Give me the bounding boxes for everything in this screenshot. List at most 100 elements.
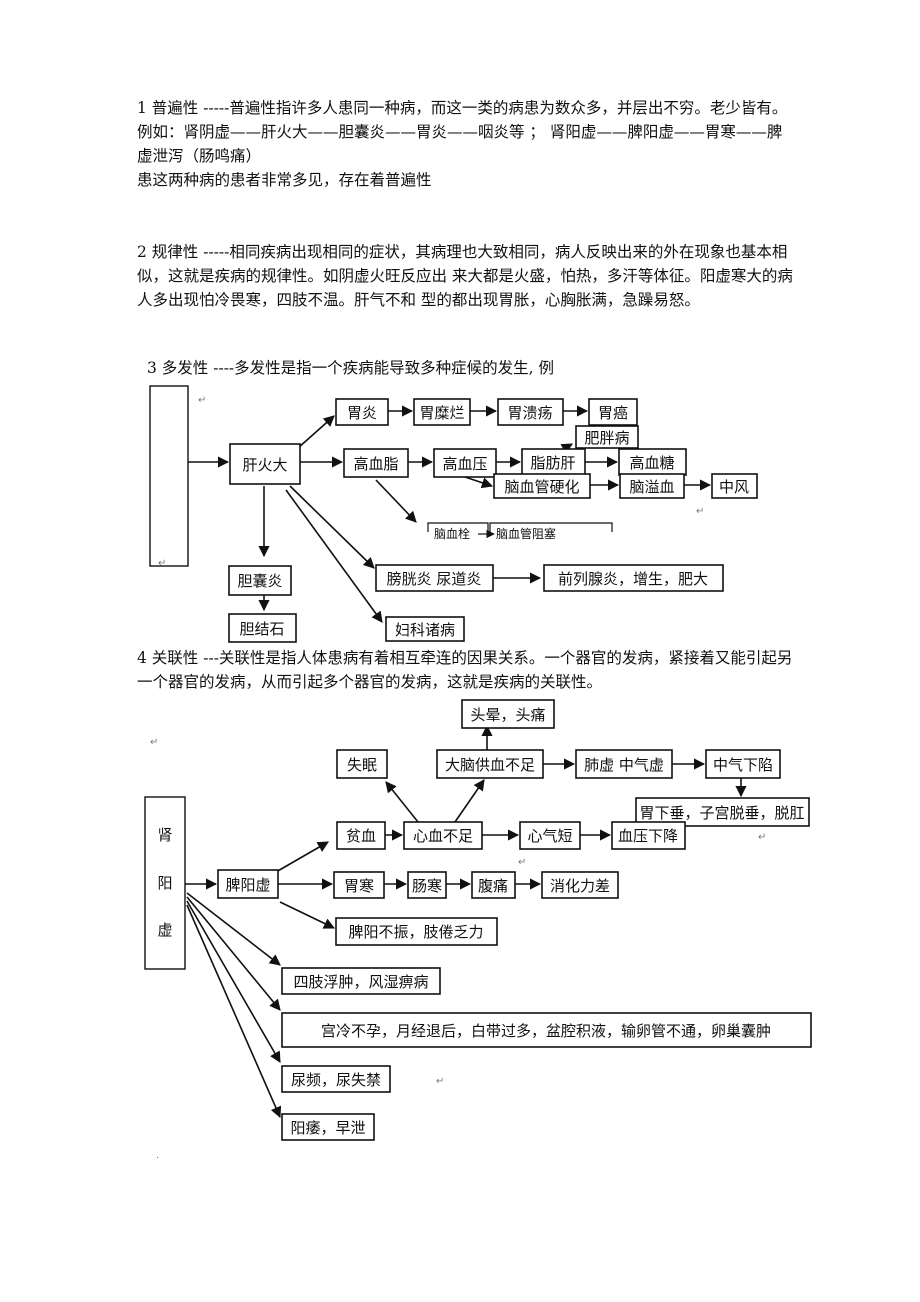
node-nao-xue-shuan: 脑血栓 xyxy=(434,526,470,541)
node-wei-yan: 胃炎 xyxy=(335,398,389,426)
node-si-zhi: 四肢浮肿，风湿痹病 xyxy=(281,967,441,995)
node-wei-ai: 胃癌 xyxy=(588,398,638,426)
svg-text:肥胖病: 肥胖病 xyxy=(584,429,629,447)
node-zhong-feng: 中风 xyxy=(711,473,758,499)
svg-text:脑血管硬化: 脑血管硬化 xyxy=(504,478,579,496)
node-da-nao: 大脑供血不足 xyxy=(436,749,544,779)
node-wei-mi-lan: 胃糜烂 xyxy=(413,398,471,426)
svg-text:↵: ↵ xyxy=(436,1076,444,1087)
node-pang-guang-yan: 膀胱炎 尿道炎 xyxy=(375,564,494,592)
svg-text:高血压: 高血压 xyxy=(442,455,487,473)
svg-text:失眠: 失眠 xyxy=(347,756,377,774)
svg-text:头晕，头痛: 头晕，头痛 xyxy=(470,706,545,724)
svg-text:血压下降: 血压下降 xyxy=(618,827,678,845)
node-xue-ya-xia: 血压下降 xyxy=(611,821,686,850)
svg-text:胆结石: 胆结石 xyxy=(239,620,284,638)
svg-text:胃溃疡: 胃溃疡 xyxy=(507,404,552,422)
node-pi-yang-xu: 脾阳虚 xyxy=(217,869,279,899)
svg-text:宫冷不孕，月经退后，白带过多，盆腔积液，输卵管不通，卵巢囊肿: 宫冷不孕，月经退后，白带过多，盆腔积液，输卵管不通，卵巢囊肿 xyxy=(321,1022,771,1040)
svg-text:腹痛: 腹痛 xyxy=(478,877,508,895)
svg-text:消化力差: 消化力差 xyxy=(550,877,610,895)
node-gong-leng: 宫冷不孕，月经退后，白带过多，盆腔积液，输卵管不通，卵巢囊肿 xyxy=(281,1012,812,1048)
node-xiao-hua: 消化力差 xyxy=(541,871,619,899)
svg-text:中气下陷: 中气下陷 xyxy=(713,756,773,774)
relevance-diagram: 肾 阳 虚 ↵ 头晕，头痛 失眠 xyxy=(144,699,812,1161)
svg-text:贫血: 贫血 xyxy=(346,827,376,845)
node-yang-wei: 阳痿，早泄 xyxy=(281,1113,375,1141)
multiplicity-heading: 3 多发性 ----多发性是指一个疾病能导致多种症候的发生, 例 xyxy=(147,359,555,377)
node-fu-tong: 腹痛 xyxy=(471,871,516,899)
svg-text:肝火大: 肝火大 xyxy=(242,456,287,474)
svg-text:.: . xyxy=(156,1150,159,1161)
svg-text:妇科诸病: 妇科诸病 xyxy=(395,621,455,639)
svg-text:脂肪肝: 脂肪肝 xyxy=(530,454,575,472)
universality-lead: 1 普遍性 -----普遍性指许多人患同一种病，而这一类的病患为数众多，并层出不… xyxy=(137,99,788,117)
svg-text:高血糖: 高血糖 xyxy=(629,454,674,472)
svg-text:脾阳虚: 脾阳虚 xyxy=(225,876,270,894)
label-yang: 阳 xyxy=(157,874,172,892)
svg-text:脑溢血: 脑溢血 xyxy=(629,478,674,496)
svg-text:肺虚 中气虚: 肺虚 中气虚 xyxy=(584,756,664,774)
node-chang-han: 肠寒 xyxy=(407,871,447,899)
node-nao-yi-xue: 脑溢血 xyxy=(619,473,685,499)
node-fei-pang: 肥胖病 xyxy=(575,425,639,449)
node-qian-lie-xian: 前列腺炎，增生，肥大 xyxy=(543,564,724,592)
svg-text:尿频，尿失禁: 尿频，尿失禁 xyxy=(291,1071,381,1089)
node-xin-xue: 心血不足 xyxy=(403,821,483,850)
node-wei-kui-yang: 胃溃疡 xyxy=(497,398,564,426)
svg-text:阳痿，早泄: 阳痿，早泄 xyxy=(290,1119,365,1137)
relevance-heading: 4 关联性 ---关联性是指人体患病有着相互牵连的因果关系。一个器官的发病，紧接… xyxy=(137,649,793,691)
regularity-text: 2 规律性 -----相同疾病出现相同的症状，其病理也大致相同，病人反映出来的外… xyxy=(137,243,793,309)
svg-text:中风: 中风 xyxy=(719,478,749,496)
label-shen: 肾 xyxy=(157,826,172,844)
node-gan-huo-da: 肝火大 xyxy=(229,443,301,485)
label-xu: 虚 xyxy=(157,921,172,939)
node-niao-pin: 尿频，尿失禁 xyxy=(281,1065,391,1093)
node-dan-nang-yan: 胆囊炎 xyxy=(228,565,292,596)
section-regularity: 2 规律性 -----相同疾病出现相同的症状，其病理也大致相同，病人反映出来的外… xyxy=(137,240,797,312)
svg-text:↵: ↵ xyxy=(150,737,158,748)
node-nao-xue-guan: 脑血管硬化 xyxy=(493,473,591,499)
svg-text:胆囊炎: 胆囊炎 xyxy=(237,572,282,590)
kidney-yang-box xyxy=(144,796,186,970)
section-universality: 1 普遍性 -----普遍性指许多人患同一种病，而这一类的病患为数众多，并层出不… xyxy=(137,96,797,192)
node-wei-han: 胃寒 xyxy=(333,871,385,899)
node-xin-qi: 心气短 xyxy=(519,821,581,850)
blank-box xyxy=(149,385,189,567)
svg-text:膀胱炎 尿道炎: 膀胱炎 尿道炎 xyxy=(387,570,482,588)
svg-text:胃糜烂: 胃糜烂 xyxy=(419,404,464,422)
node-gao-xue-tang: 高血糖 xyxy=(618,448,687,476)
svg-text:大脑供血不足: 大脑供血不足 xyxy=(445,756,535,774)
svg-text:心血不足: 心血不足 xyxy=(413,827,473,845)
svg-text:高血脂: 高血脂 xyxy=(353,455,398,473)
svg-text:胃癌: 胃癌 xyxy=(598,404,628,422)
node-shi-mian: 失眠 xyxy=(336,749,388,779)
svg-text:胃下垂，子宫脱垂，脱肛: 胃下垂，子宫脱垂，脱肛 xyxy=(639,804,804,822)
node-wei-xia-chui: 胃下垂，子宫脱垂，脱肛 xyxy=(635,797,810,827)
node-dan-jie-shi: 胆结石 xyxy=(228,613,297,643)
svg-text:胃寒: 胃寒 xyxy=(344,877,374,895)
svg-text:心气短: 心气短 xyxy=(527,827,572,845)
svg-text:前列腺炎，增生，肥大: 前列腺炎，增生，肥大 xyxy=(558,570,708,588)
node-zhi-fang-gan: 脂肪肝 xyxy=(521,448,586,476)
node-nao-zu-sai: 脑血管阻塞 xyxy=(496,526,556,541)
node-zhong-qi-xia-xian: 中气下陷 xyxy=(705,749,781,779)
node-fei-xu: 肺虚 中气虚 xyxy=(575,749,673,779)
node-fu-ke: 妇科诸病 xyxy=(385,616,465,642)
multiplicity-diagram: ↵ 肝火大 胃炎 xyxy=(149,385,758,643)
node-pin-xue: 贫血 xyxy=(336,821,386,850)
svg-text:↵: ↵ xyxy=(518,857,526,868)
universality-example: 例如：肾阴虚——肝火大——胆囊炎——胃炎——咽炎等 ； 肾阳虚——脾阳虚——胃寒… xyxy=(137,123,783,165)
svg-text:↵: ↵ xyxy=(758,832,766,843)
node-gao-xue-zhi: 高血脂 xyxy=(343,448,409,478)
node-tou-yun: 头晕，头痛 xyxy=(461,699,555,729)
svg-text:胃炎: 胃炎 xyxy=(347,404,377,422)
universality-summary: 患这两种病的患者非常多见，存在着普遍性 xyxy=(137,171,432,189)
svg-text:↵: ↵ xyxy=(158,558,166,569)
node-pi-bu-zhen: 脾阳不振，肢倦乏力 xyxy=(335,917,498,946)
section-relevance: 4 关联性 ---关联性是指人体患病有着相互牵连的因果关系。一个器官的发病，紧接… xyxy=(137,646,797,694)
svg-text:脾阳不振，肢倦乏力: 脾阳不振，肢倦乏力 xyxy=(348,923,483,941)
svg-text:四肢浮肿，风湿痹病: 四肢浮肿，风湿痹病 xyxy=(293,973,428,991)
node-gao-xue-ya: 高血压 xyxy=(433,448,497,478)
